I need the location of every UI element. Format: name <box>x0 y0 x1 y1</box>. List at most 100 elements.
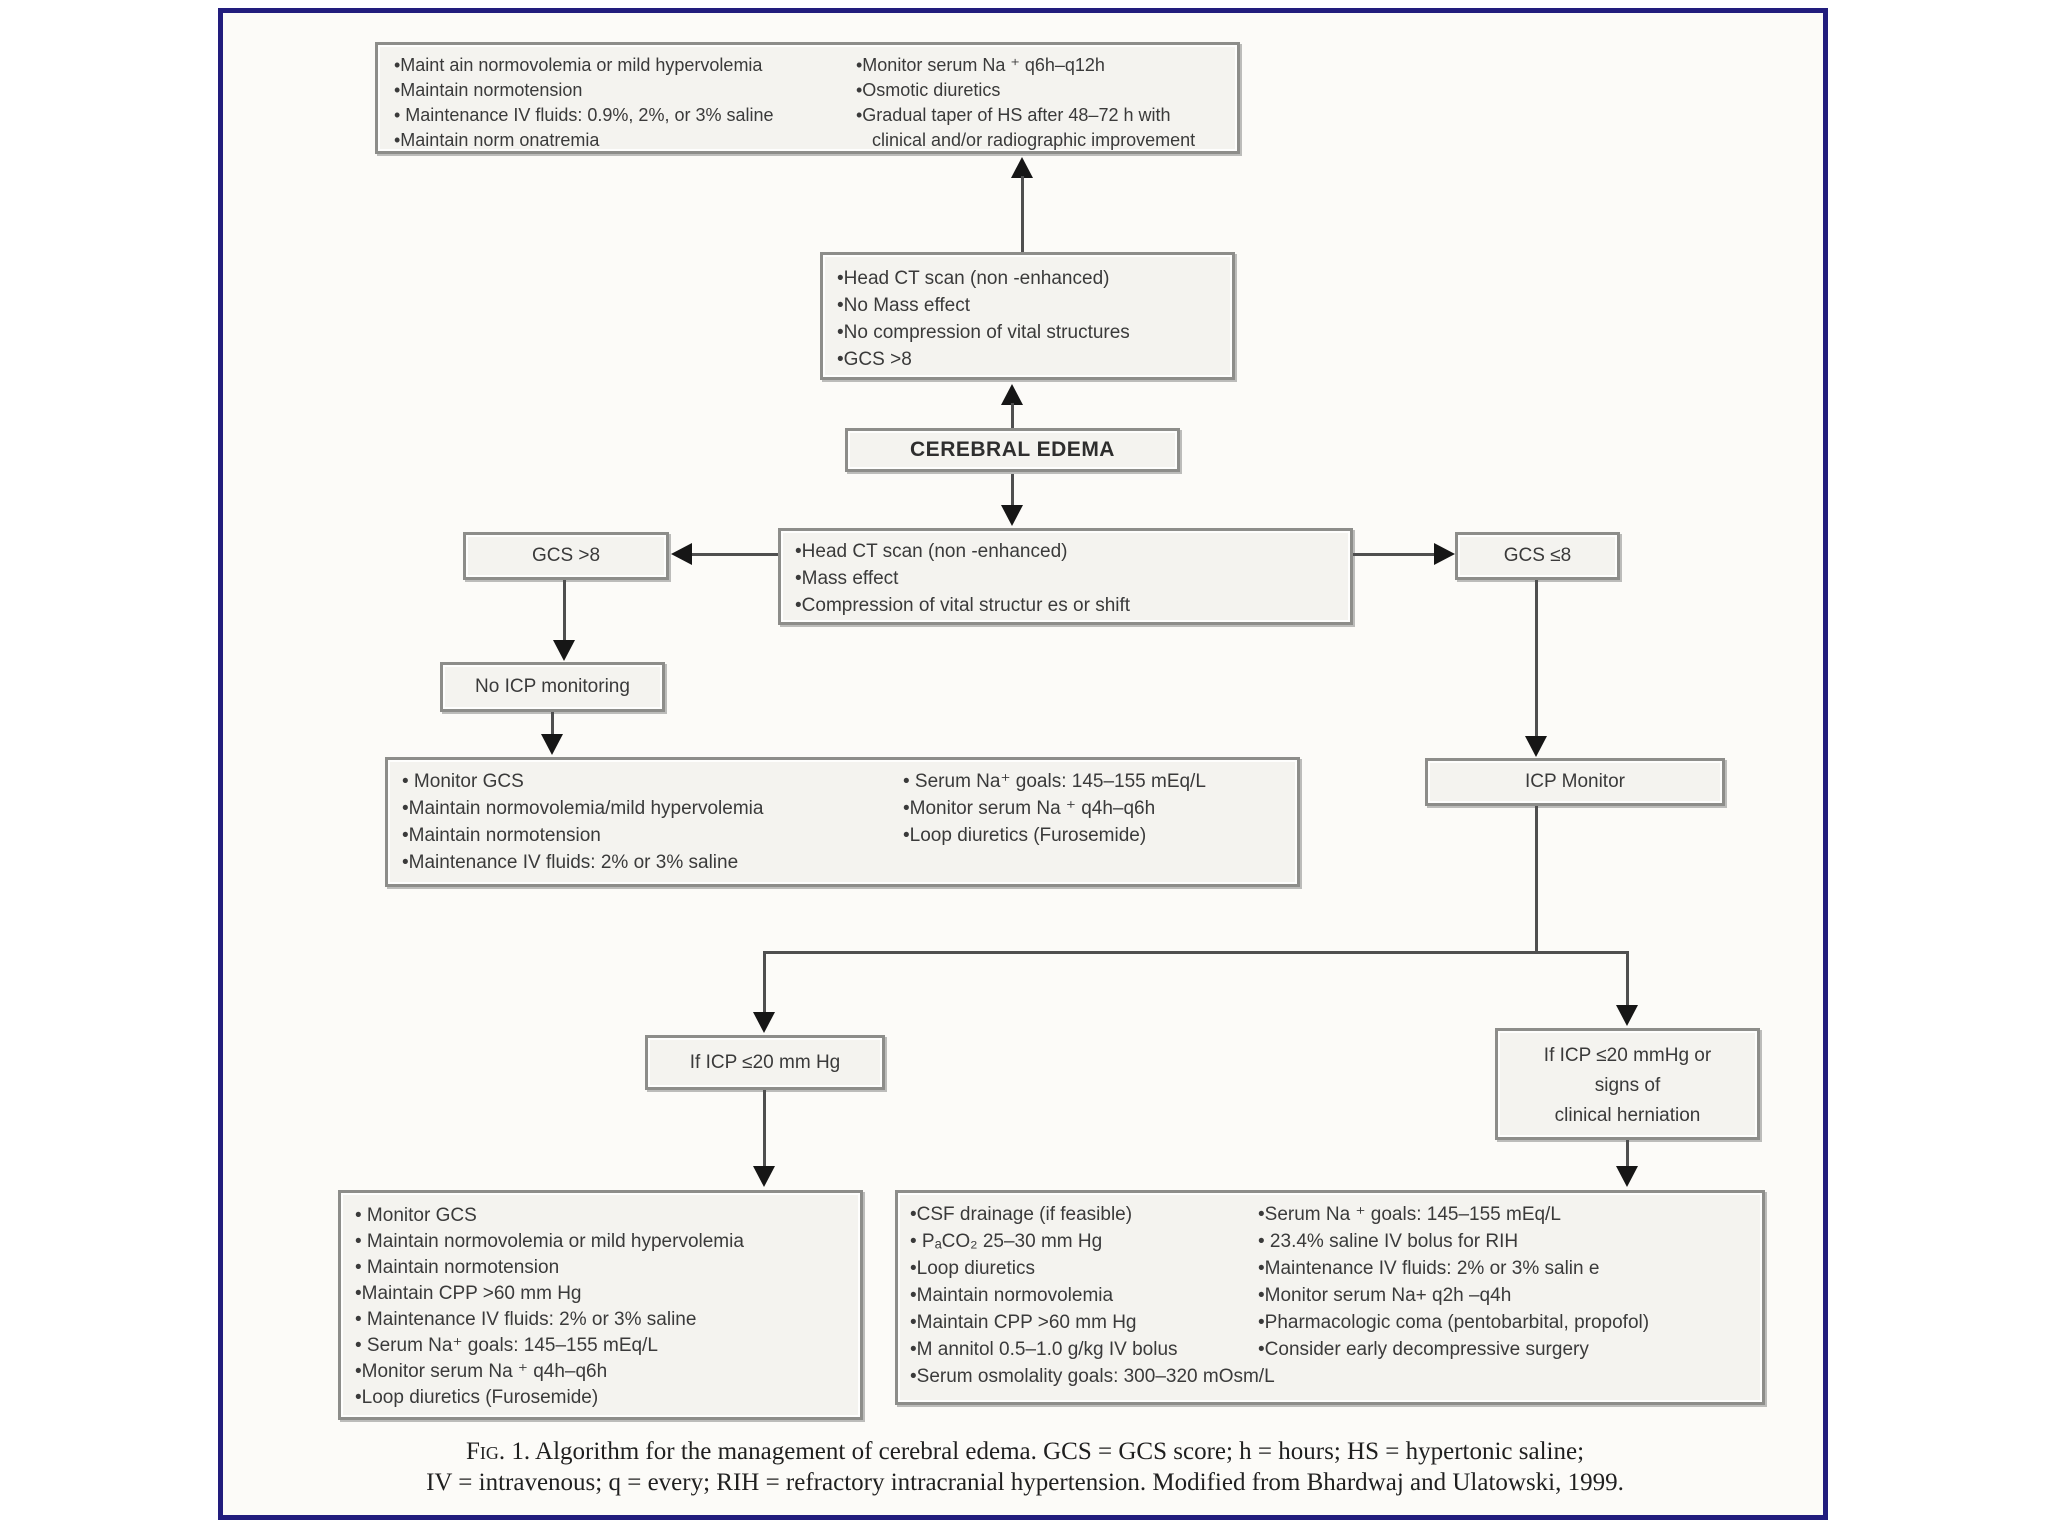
connector-ct-to-maintenance <box>1021 176 1024 252</box>
tier1-list: • Monitor GCS • Maintain normovolemia or… <box>355 1203 846 1411</box>
list-item: •Compression of vital structur es or shi… <box>795 595 1131 616</box>
box-ct-no-mass: •Head CT scan (non -enhanced) •No Mass e… <box>820 252 1235 380</box>
box-no-icp-monitoring: No ICP monitoring <box>440 662 665 712</box>
list-item: •Loop diuretics (Furosemide) <box>903 825 1147 846</box>
monitor-gcs-col1: • Monitor GCS •Maintain normovolemia/mil… <box>402 768 763 876</box>
figure-caption: Fig. 1. Algorithm for the management of … <box>255 1436 1795 1498</box>
list-item: •Monitor serum Na ⁺ q4h–q6h <box>355 1361 608 1382</box>
caption-line1-text: Algorithm for the management of cerebral… <box>530 1438 1585 1465</box>
list-item: • Serum Na⁺ goals: 145–155 mEq/L <box>355 1335 658 1356</box>
icp-monitor-label: ICP Monitor <box>1525 771 1625 792</box>
caption-fig-label: Fig. 1. <box>465 1438 531 1465</box>
list-item: •Head CT scan (non -enhanced) <box>795 541 1068 562</box>
connector-edema-to-ct <box>1011 403 1014 428</box>
arrowhead-down-to-tier2 <box>1616 1166 1638 1187</box>
arrowhead-down-to-ctmass <box>1001 505 1023 526</box>
ct-no-mass-list: •Head CT scan (non -enhanced) •No Mass e… <box>837 265 1218 373</box>
list-item: • Monitor GCS <box>402 771 524 792</box>
list-item: •Monitor serum Na ⁺ q6h–q12h <box>856 55 1105 75</box>
list-item: • Maintenance IV fluids: 2% or 3% saline <box>355 1309 697 1330</box>
list-item: clinical and/or radiographic improvement <box>872 130 1196 150</box>
arrowhead-down-to-icple20 <box>753 1012 775 1033</box>
list-item: •Maintenance IV fluids: 2% or 3% saline <box>402 852 739 873</box>
box-icp-herniation: If ICP ≤20 mmHg or signs of clinical her… <box>1495 1028 1760 1140</box>
list-item: • PₐCO₂ 25–30 mm Hg <box>910 1231 1103 1252</box>
connector-ctmass-left <box>692 553 778 556</box>
list-item: •Maint ain normovolemia or mild hypervol… <box>394 55 763 75</box>
monitor-gcs-col2: • Serum Na⁺ goals: 145–155 mEq/L •Monito… <box>903 768 1206 849</box>
box-icp-le20: If ICP ≤20 mm Hg <box>645 1035 885 1090</box>
box-hs-maintenance: •Maint ain normovolemia or mild hypervol… <box>375 42 1240 154</box>
arrowhead-down-to-icpmonitor <box>1525 736 1547 757</box>
hs-maintenance-col2: •Monitor serum Na ⁺ q6h–q12h •Osmotic di… <box>856 53 1195 153</box>
hs-maintenance-col1: •Maint ain normovolemia or mild hypervol… <box>394 53 774 153</box>
ct-mass-list: •Head CT scan (non -enhanced) •Mass effe… <box>795 538 1336 619</box>
connector-branch-left-drop <box>763 951 766 1014</box>
connector-icpmonitor-down <box>1535 806 1538 953</box>
list-item: •Maintain norm onatremia <box>394 130 600 150</box>
list-item: •Gradual taper of HS after 48–72 h with <box>856 105 1171 125</box>
box-tier2-treatment: •CSF drainage (if feasible) • PₐCO₂ 25–3… <box>895 1190 1765 1405</box>
list-item: • 23.4% saline IV bolus for RIH <box>1258 1231 1519 1252</box>
tier2-col2: •Serum Na ⁺ goals: 145–155 mEq/L • 23.4%… <box>1258 1201 1649 1363</box>
list-item: •Osmotic diuretics <box>856 80 1001 100</box>
list-item: • Serum Na⁺ goals: 145–155 mEq/L <box>903 771 1206 792</box>
connector-branch-right-drop <box>1626 951 1629 1007</box>
list-item: •GCS >8 <box>837 349 912 370</box>
herniation-line: If ICP ≤20 mmHg or <box>1543 1045 1712 1066</box>
list-item: •Consider early decompressive surgery <box>1258 1339 1589 1360</box>
cerebral-edema-label: CEREBRAL EDEMA <box>910 438 1115 461</box>
list-item: •Head CT scan (non -enhanced) <box>837 268 1110 289</box>
list-item: •Maintain normotension <box>402 825 601 846</box>
connector-noicp-down <box>551 712 554 736</box>
list-item: •Maintain normovolemia <box>910 1285 1114 1306</box>
connector-edema-down <box>1011 474 1014 507</box>
list-item: • Monitor GCS <box>355 1205 477 1226</box>
herniation-line: clinical herniation <box>1554 1105 1701 1126</box>
list-item: • Maintenance IV fluids: 0.9%, 2%, or 3%… <box>394 105 774 125</box>
list-item: •Loop diuretics (Furosemide) <box>355 1387 599 1408</box>
arrowhead-right-to-gcs-le8 <box>1434 543 1455 565</box>
list-item: •Maintain normotension <box>394 80 583 100</box>
caption-line2: IV = intravenous; q = every; RIH = refra… <box>426 1469 1624 1496</box>
list-item: •Monitor serum Na ⁺ q4h–q6h <box>903 798 1156 819</box>
connector-gcsle8-down <box>1535 580 1538 737</box>
arrowhead-up-to-ct <box>1001 384 1023 405</box>
icp-le20-label: If ICP ≤20 mm Hg <box>689 1051 841 1073</box>
list-item: •No compression of vital structures <box>837 322 1130 343</box>
list-item: • Maintain normotension <box>355 1257 560 1278</box>
list-item: •Maintain normovolemia/mild hypervolemia <box>402 798 764 819</box>
list-item: •Maintain CPP >60 mm Hg <box>355 1283 582 1304</box>
box-monitor-gcs: • Monitor GCS •Maintain normovolemia/mil… <box>385 757 1300 887</box>
connector-branch-horizontal <box>764 951 1629 954</box>
connector-icple20-down <box>763 1090 766 1168</box>
box-icp-monitor: ICP Monitor <box>1425 758 1725 806</box>
box-tier1-treatment: • Monitor GCS • Maintain normovolemia or… <box>338 1190 863 1420</box>
tier2-col1: •CSF drainage (if feasible) • PₐCO₂ 25–3… <box>910 1201 1275 1390</box>
list-item: •Pharmacologic coma (pentobarbital, prop… <box>1258 1312 1650 1333</box>
no-icp-label: No ICP monitoring <box>475 676 630 697</box>
list-item: •Serum osmolality goals: 300–320 mOsm/L <box>910 1366 1275 1387</box>
list-item: •Loop diuretics <box>910 1258 1035 1279</box>
arrowhead-down-to-noicp <box>553 640 575 661</box>
list-item: •Maintenance IV fluids: 2% or 3% salin e <box>1258 1258 1600 1279</box>
list-item: •CSF drainage (if feasible) <box>910 1204 1133 1225</box>
gcs-gt8-label: GCS >8 <box>531 545 601 566</box>
box-ct-mass: •Head CT scan (non -enhanced) •Mass effe… <box>778 528 1353 625</box>
list-item: •M annitol 0.5–1.0 g/kg IV bolus <box>910 1339 1178 1360</box>
gcs-le8-label: GCS ≤8 <box>1503 545 1572 566</box>
list-item: •Monitor serum Na+ q2h –q4h <box>1258 1285 1512 1306</box>
connector-herniation-down <box>1626 1140 1629 1168</box>
box-gcs-gt8: GCS >8 <box>463 532 669 580</box>
box-gcs-le8: GCS ≤8 <box>1455 532 1620 580</box>
arrowhead-down-to-monitor <box>541 734 563 755</box>
arrowhead-up-to-maintenance <box>1011 157 1033 178</box>
arrowhead-down-to-tier1 <box>753 1166 775 1187</box>
box-cerebral-edema: CEREBRAL EDEMA <box>845 428 1180 472</box>
list-item: •Mass effect <box>795 568 899 589</box>
arrowhead-left-to-gcs-gt8 <box>671 543 692 565</box>
caption-line1: Fig. 1. Algorithm for the management of … <box>255 1436 1795 1467</box>
list-item: •Maintain CPP >60 mm Hg <box>910 1312 1137 1333</box>
connector-ctmass-right <box>1353 553 1435 556</box>
